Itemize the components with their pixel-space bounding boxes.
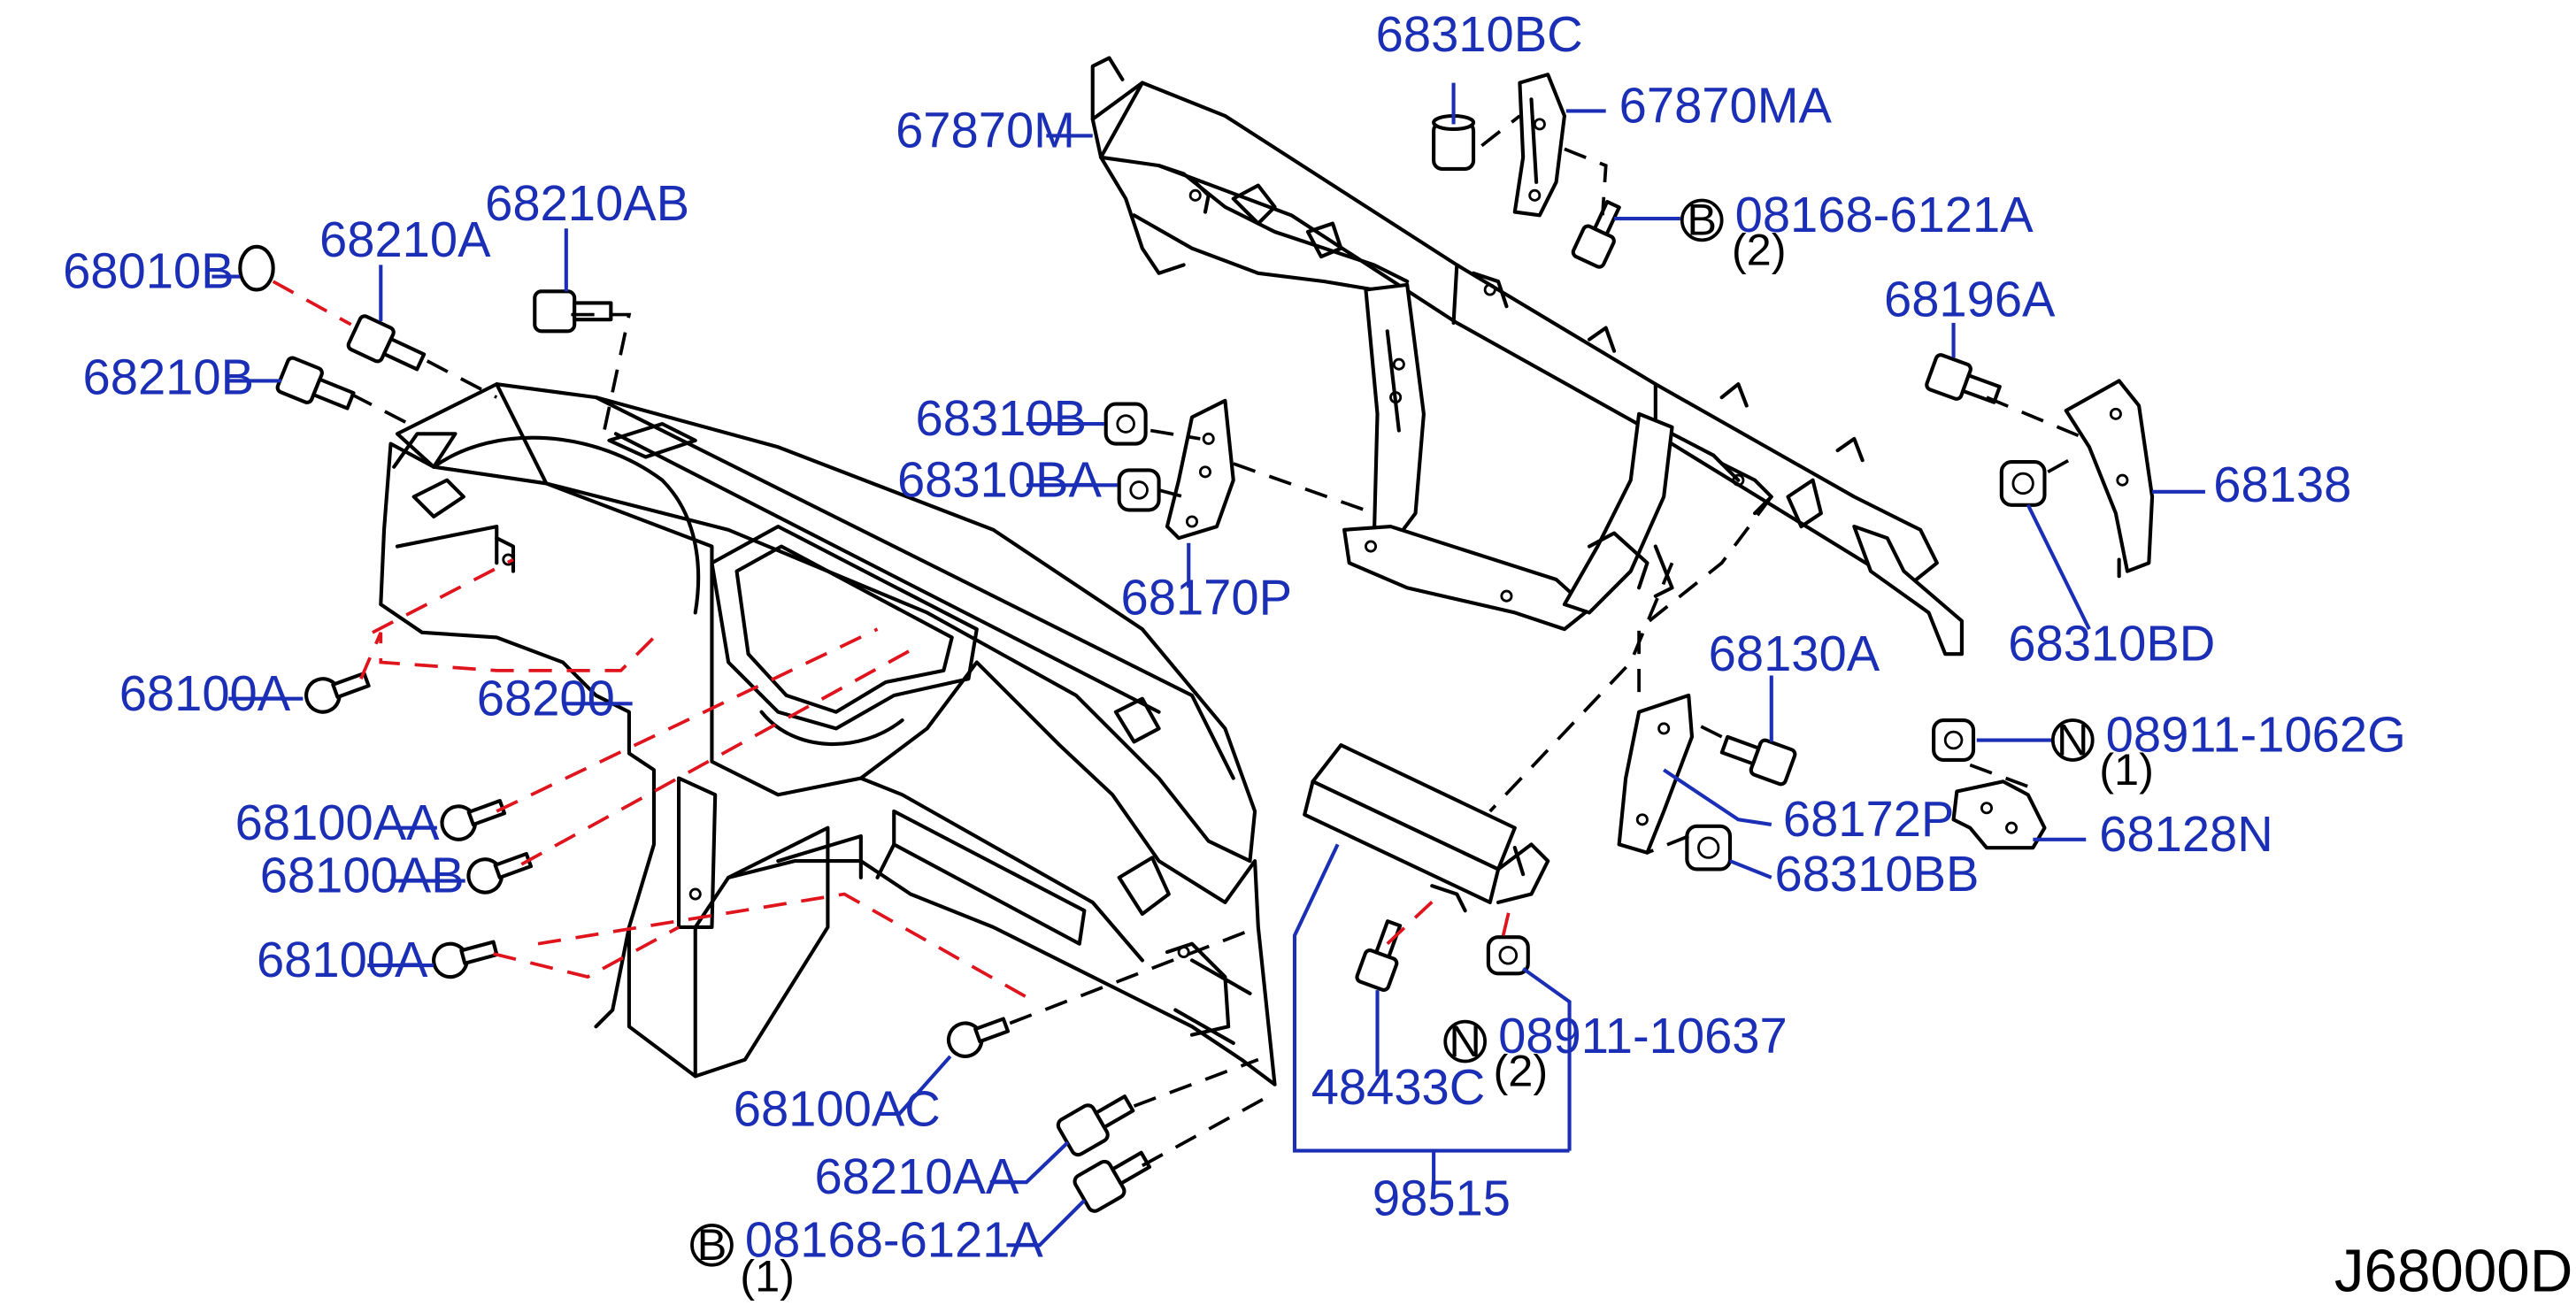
label-67870M: 67870M	[896, 103, 1075, 158]
label-68138: 68138	[2213, 457, 2351, 512]
bracket-68170P-drawing	[1165, 398, 1235, 541]
fasteners-drawing	[238, 113, 2047, 1213]
label-68170P: 68170P	[1121, 569, 1292, 625]
label-08168-6121A-bottom: 08168-6121A	[745, 1211, 1044, 1267]
passenger-airbag-module-drawing	[1303, 743, 1550, 913]
nut-symbol-n: N	[1449, 1016, 1480, 1066]
label-68100AA: 68100AA	[235, 795, 440, 850]
callout-nut-right: N 08911-1062G (1)	[2050, 707, 2406, 795]
label-68210AA: 68210AA	[814, 1148, 1019, 1204]
diagram-reference-code: J68000DB	[2334, 1239, 2576, 1305]
label-68210AB: 68210AB	[485, 175, 689, 231]
label-68310B: 68310B	[916, 390, 1087, 446]
steering-member-drawing	[1090, 56, 1964, 656]
qty-08911-10637: (2)	[1493, 1046, 1548, 1096]
bracket-67870MA-drawing	[1512, 73, 1566, 218]
label-68130A: 68130A	[1709, 626, 1880, 681]
label-68100AC: 68100AC	[734, 1081, 941, 1137]
qty-08911-1062G: (1)	[2099, 744, 2154, 795]
instrument-panel-drawing	[379, 382, 1277, 1086]
label-68100A-bottom: 68100A	[257, 932, 428, 987]
qty-08168-6121A-bottom: (1)	[740, 1251, 795, 1301]
label-68196A: 68196A	[1884, 271, 2056, 326]
label-67870MA: 67870MA	[1619, 77, 1833, 133]
label-68310BB: 68310BB	[1775, 846, 1980, 902]
label-48433C: 48433C	[1311, 1059, 1486, 1115]
label-68210A: 68210A	[319, 211, 491, 267]
callout-bolt-top: B 08168-6121A (2)	[1680, 187, 2034, 274]
label-68100AB: 68100AB	[260, 848, 465, 903]
qty-08168-6121A-top: (2)	[1732, 224, 1787, 274]
label-08911-1062G: 08911-1062G	[2106, 707, 2406, 763]
bracket-68138-drawing	[2064, 379, 2155, 579]
part-labels: 68010B 68210A 68210AB 68210B 68100A 6820…	[63, 6, 2576, 1305]
label-08168-6121A-top: 08168-6121A	[1735, 187, 2034, 242]
label-68310BA: 68310BA	[897, 451, 1102, 507]
nut-symbol-n: N	[2057, 714, 2088, 764]
callout-bolt-bottom: B 08168-6121A (1)	[690, 1211, 1044, 1301]
label-68310BD: 68310BD	[2008, 616, 2215, 672]
label-68210B: 68210B	[83, 349, 254, 404]
bolt-symbol-b: B	[697, 1219, 727, 1270]
label-68100A-top: 68100A	[119, 665, 291, 721]
label-68310BC: 68310BC	[1376, 6, 1583, 62]
bracket-68172P-drawing	[1617, 693, 1695, 855]
callout-nut-center: N 08911-10637 (2)	[1443, 1008, 1788, 1096]
label-68172P: 68172P	[1783, 791, 1954, 847]
label-98515: 98515	[1373, 1171, 1511, 1226]
bracket-68128N-drawing	[1951, 779, 2047, 850]
label-68128N: 68128N	[2099, 806, 2273, 862]
label-08911-10637: 08911-10637	[1498, 1008, 1788, 1063]
leader-lines	[211, 82, 2205, 1248]
label-68200: 68200	[477, 670, 615, 726]
assembly-lines	[272, 114, 2087, 1168]
bolt-symbol-b: B	[1687, 195, 1717, 245]
label-68010B: 68010B	[63, 243, 234, 299]
